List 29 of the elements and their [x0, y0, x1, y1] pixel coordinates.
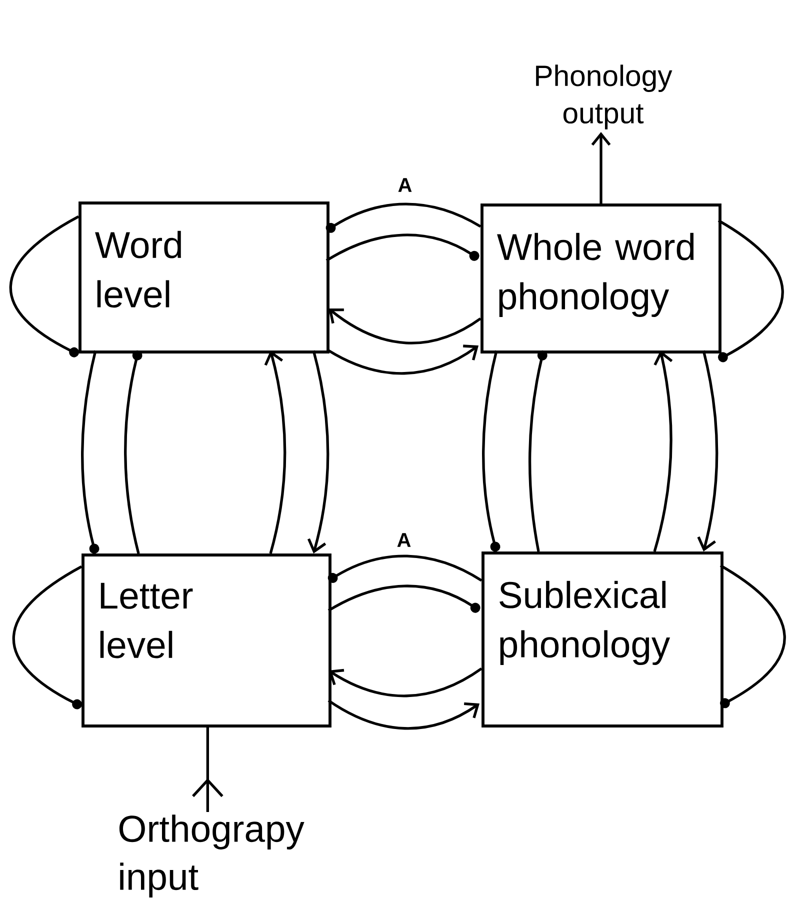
- arrow: [591, 132, 611, 204]
- process-box: Word level: [78, 202, 330, 354]
- arrow: [328, 584, 480, 613]
- process-box: Sublexical phonology: [482, 552, 724, 728]
- arrow: [697, 350, 718, 552]
- arrow: [528, 350, 548, 552]
- arrow: [718, 219, 784, 362]
- process-box: Letter level: [82, 554, 332, 728]
- arrow: [326, 234, 480, 262]
- arrow: [307, 350, 330, 554]
- edge-label: A: [396, 176, 414, 194]
- arrow: [12, 565, 82, 710]
- arrow: [81, 350, 100, 554]
- arrow: [482, 350, 500, 552]
- arrow: [328, 667, 482, 698]
- process-box: Whole word phonology: [480, 204, 722, 354]
- arrow: [264, 350, 286, 554]
- arrow: [124, 350, 142, 554]
- arrow: [720, 564, 786, 708]
- io-label: Phonology output: [536, 64, 672, 130]
- arrow: [328, 699, 480, 730]
- io-label: Orthograpy input: [119, 814, 304, 898]
- arrow: [328, 344, 479, 375]
- arrow: [328, 554, 482, 583]
- arrow: [326, 202, 482, 233]
- arrow: [9, 215, 80, 358]
- arrow: [653, 350, 673, 552]
- edge-label: A: [395, 532, 413, 548]
- arrow: [328, 308, 482, 344]
